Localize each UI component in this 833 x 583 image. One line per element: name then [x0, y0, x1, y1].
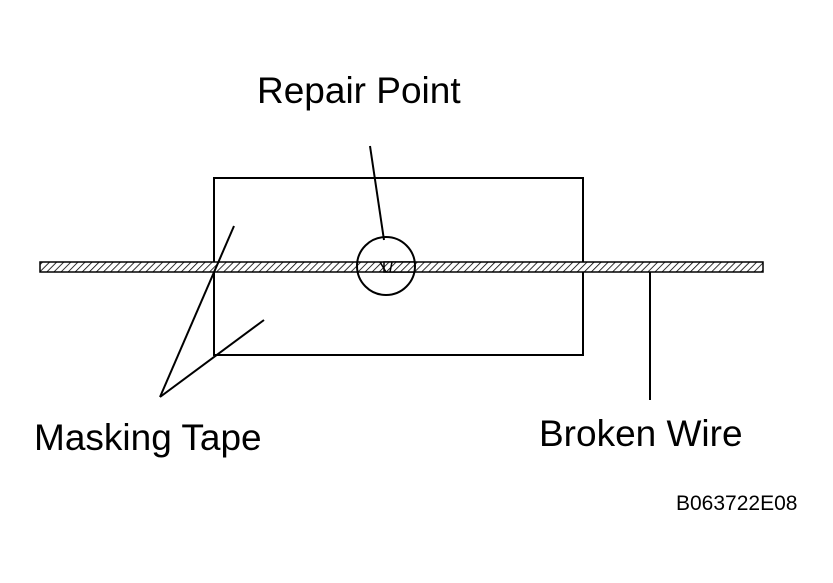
repair-point-label: Repair Point [257, 70, 461, 111]
wire-break-mark [379, 261, 387, 273]
repair-point-leader [369, 145, 385, 241]
repair-point-circle [356, 236, 416, 296]
masking-tape-leader-1 [159, 225, 235, 398]
masking-tape-label: Masking Tape [34, 417, 262, 458]
broken-wire-right [383, 261, 764, 273]
figure-code-label: B063722E08 [676, 492, 797, 515]
wire-break-mark-2 [389, 261, 393, 273]
masking-tape-leader-2 [159, 319, 265, 398]
broken-wire-label: Broken Wire [539, 413, 743, 454]
